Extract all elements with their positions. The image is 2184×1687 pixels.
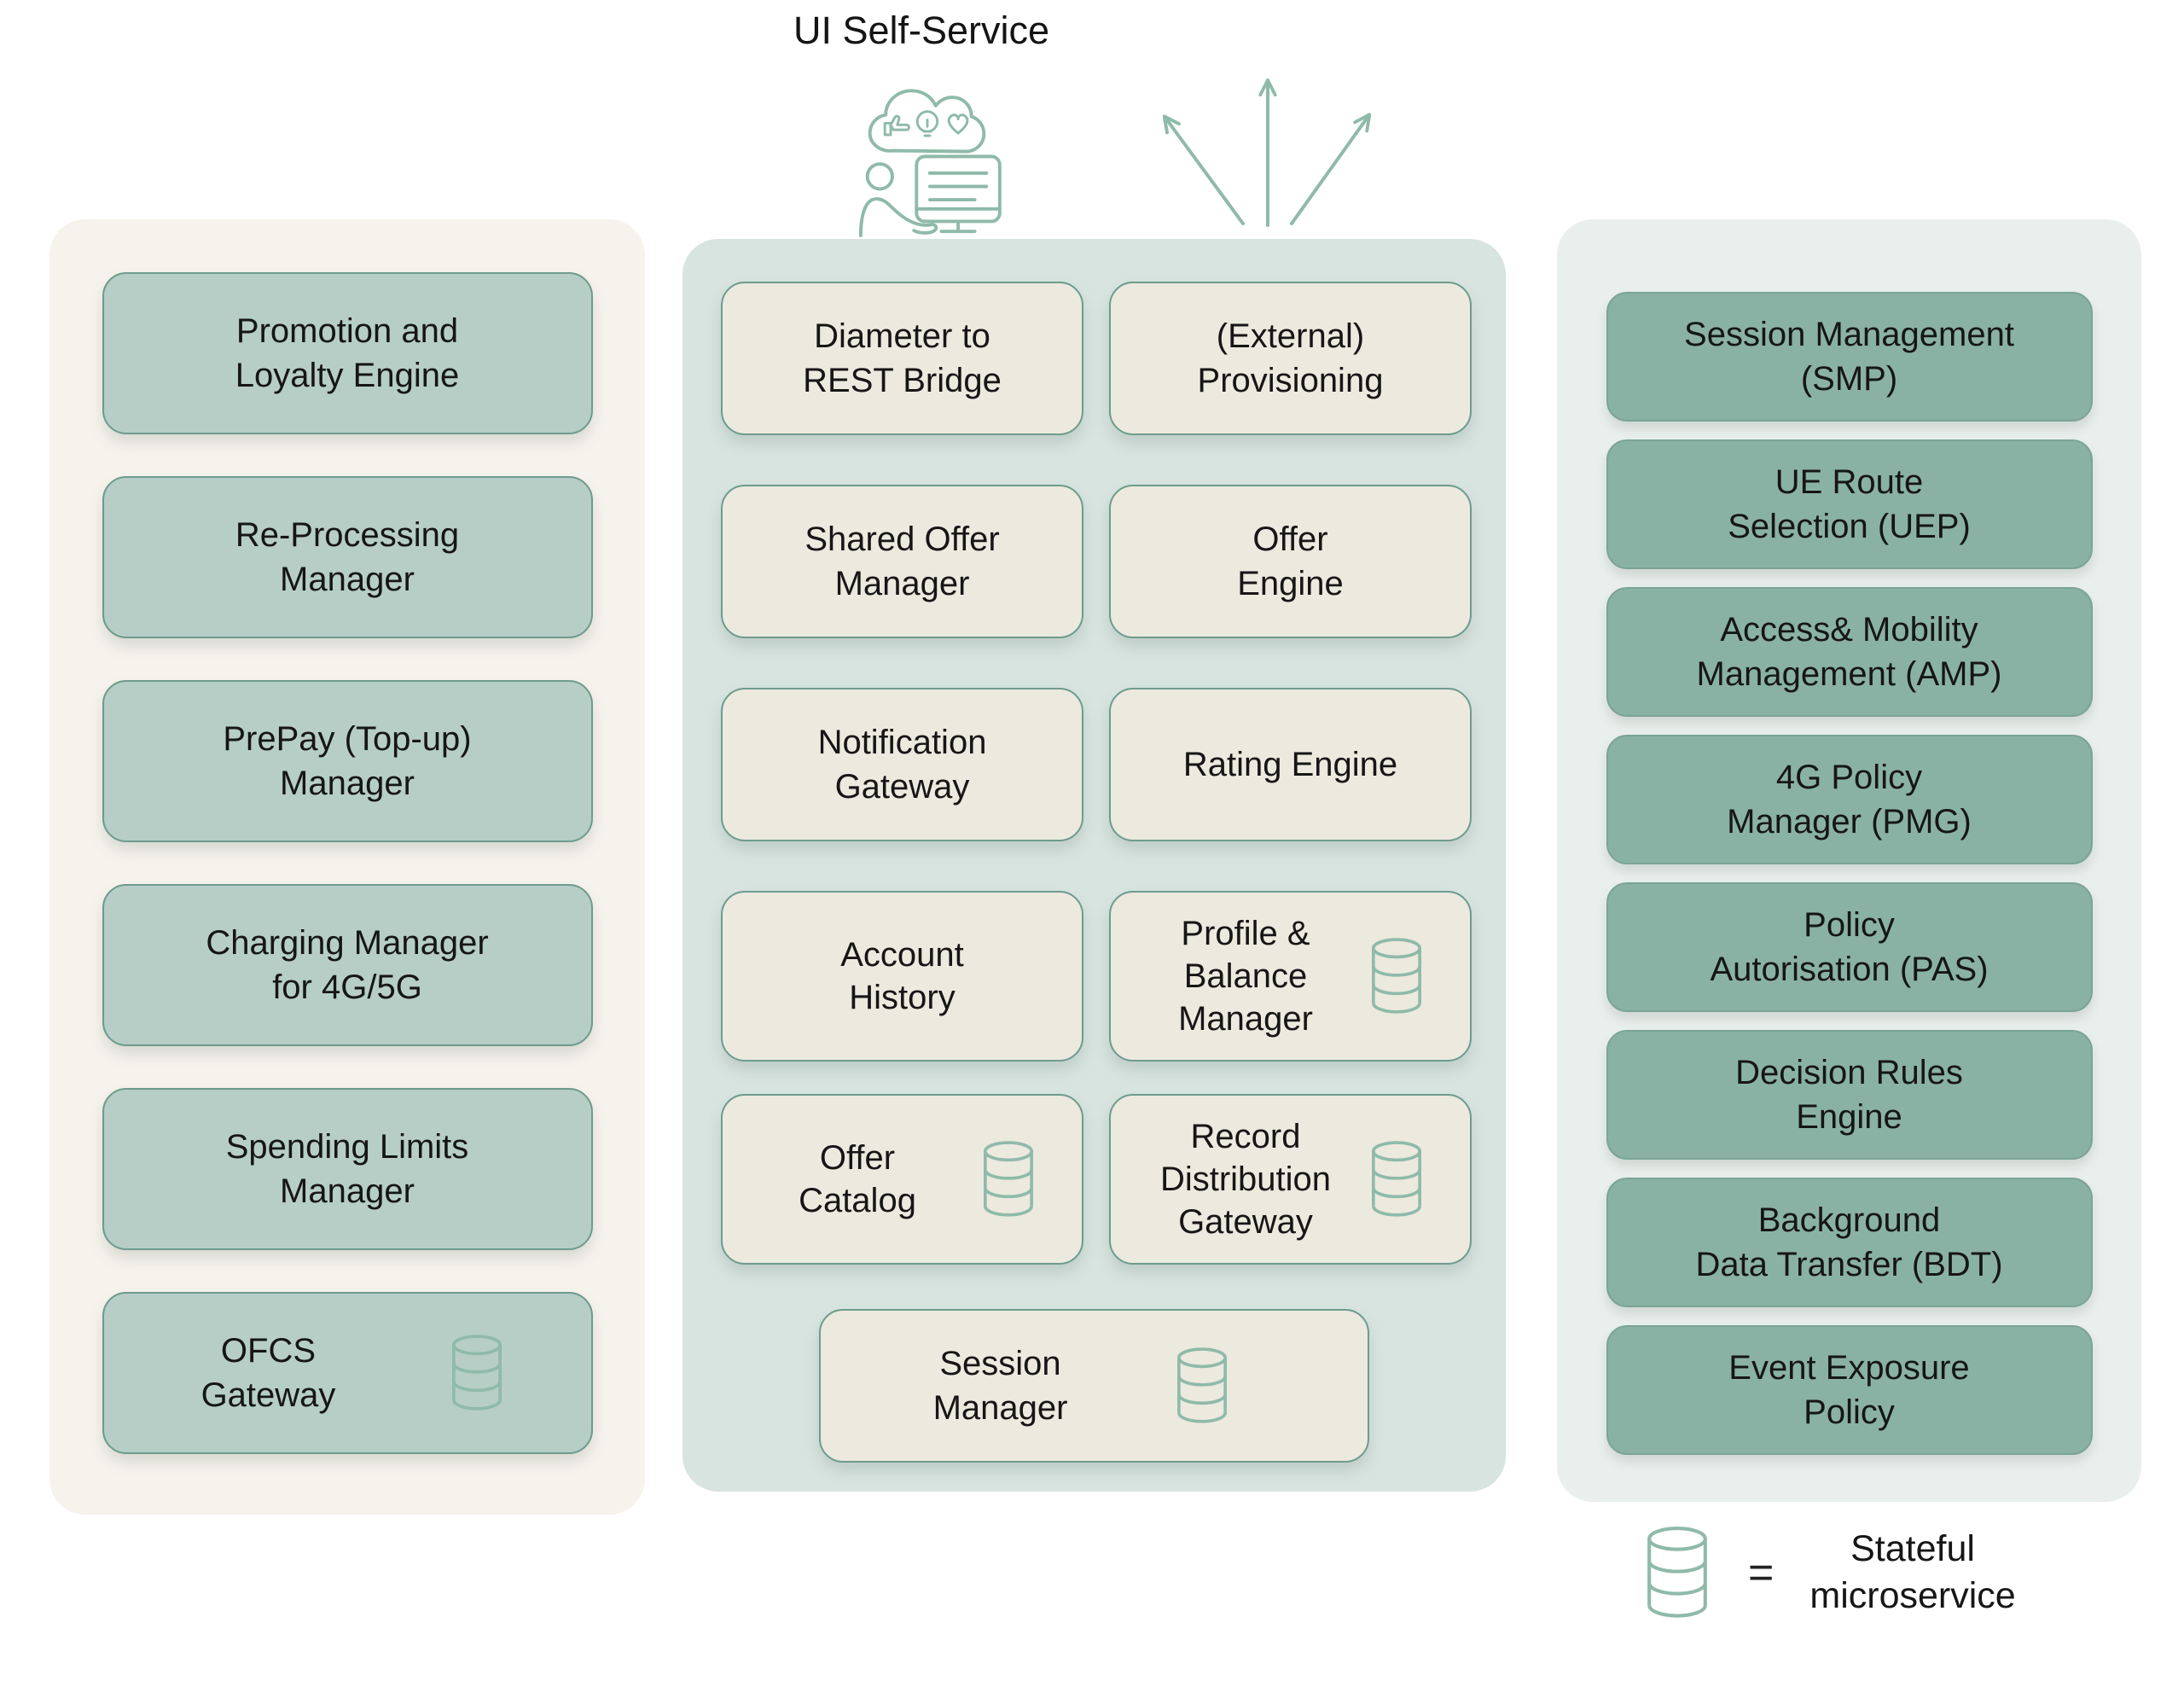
box-notification-gateway: Notification Gateway [721, 688, 1083, 841]
box-label: Offer Engine [1237, 521, 1344, 602]
box-label: Decision Rules Engine [1735, 1054, 1963, 1136]
thumbs-up-icon [883, 114, 910, 137]
box-background-data-transfer-bdt: Background Data Transfer (BDT) [1606, 1178, 2093, 1307]
box-record-distribution-gateway: Record Distribution Gateway [1109, 1094, 1472, 1265]
fan-out-arrows-icon [1162, 78, 1372, 227]
box-charging-manager-4g-5g: Charging Manager for 4G/5G [102, 884, 593, 1046]
database-icon [1372, 1141, 1421, 1217]
box-diameter-to-rest-bridge: Diameter to REST Bridge [721, 282, 1083, 435]
box-offer-engine: Offer Engine [1109, 485, 1472, 638]
middle-row-3: Notification Gateway Rating Engine [721, 688, 1472, 841]
middle-panel: Diameter to REST Bridge (External) Provi… [682, 239, 1506, 1492]
box-label: Offer Catalog [799, 1139, 916, 1219]
database-icon [1372, 938, 1421, 1014]
box-label: Account History [840, 936, 964, 1016]
middle-row-2: Shared Offer Manager Offer Engine [721, 485, 1472, 638]
box-external-provisioning: (External) Provisioning [1109, 282, 1472, 435]
box-label: Diameter to REST Bridge [803, 317, 1002, 399]
box-account-history: Account History [721, 891, 1083, 1062]
heart-icon [947, 113, 969, 135]
right-panel: Session Management (SMP) UE Route Select… [1557, 219, 2141, 1502]
thought-cloud-icon [868, 89, 986, 154]
box-label: Session Manager [932, 1345, 1068, 1427]
middle-row-4: Account History Profile & Balance Manage… [721, 891, 1472, 1062]
box-label: Record Distribution Gateway [1159, 1118, 1332, 1241]
box-session-manager: Session Manager [819, 1309, 1369, 1463]
box-label: Notification Gateway [817, 724, 987, 806]
box-prepay-topup-manager: PrePay (Top-up) Manager [102, 680, 593, 842]
box-offer-catalog: Offer Catalog [721, 1094, 1083, 1265]
box-session-management-smp: Session Management (SMP) [1606, 292, 2093, 422]
box-label: Spending Limits Manager [225, 1128, 469, 1210]
database-icon [1177, 1347, 1227, 1423]
page-title: UI Self-Service [793, 9, 1050, 52]
box-label: Profile & Balance Manager [1178, 915, 1313, 1038]
box-decision-rules-engine: Decision Rules Engine [1606, 1030, 2093, 1160]
box-label: PrePay (Top-up) Manager [223, 720, 472, 802]
box-label: Promotion and Loyalty Engine [235, 312, 460, 394]
left-panel: Promotion and Loyalty Engine Re-Processi… [49, 219, 645, 1515]
user-at-computer-icon [858, 89, 1002, 237]
legend-label: Stateful microservice [1809, 1527, 2016, 1616]
database-icon [984, 1141, 1033, 1217]
box-label: UE Route Selection (UEP) [1728, 463, 1971, 545]
box-profile-balance-manager: Profile & Balance Manager [1109, 891, 1472, 1062]
box-re-processing-manager: Re-Processing Manager [102, 476, 593, 638]
box-rating-engine: Rating Engine [1109, 688, 1472, 841]
box-label: 4G Policy Manager (PMG) [1727, 759, 1972, 841]
middle-row-5: Offer Catalog Record Distribution Gatewa… [721, 1094, 1472, 1265]
box-label: (External) Provisioning [1197, 317, 1384, 399]
lightbulb-icon [915, 110, 939, 137]
box-label: Charging Manager for 4G/5G [206, 924, 489, 1006]
box-policy-autorisation-pas: Policy Autorisation (PAS) [1606, 882, 2093, 1012]
box-promotion-loyalty-engine: Promotion and Loyalty Engine [102, 272, 593, 434]
box-label: Session Management (SMP) [1684, 316, 2014, 398]
monitor-icon [915, 154, 1002, 234]
box-label: Background Data Transfer (BDT) [1695, 1201, 2003, 1283]
legend-equals: = [1748, 1548, 1774, 1597]
box-label: Access& Mobility Management (AMP) [1696, 611, 2002, 693]
box-label: Policy Autorisation (PAS) [1710, 906, 1989, 988]
box-shared-offer-manager: Shared Offer Manager [721, 485, 1083, 638]
middle-row-1: Diameter to REST Bridge (External) Provi… [721, 282, 1472, 435]
box-label: Event Exposure Policy [1728, 1349, 1970, 1431]
box-event-exposure-policy: Event Exposure Policy [1606, 1325, 2093, 1455]
database-icon [451, 1335, 502, 1411]
user-icon [858, 162, 938, 237]
box-ofcs-gateway: OFCS Gateway [102, 1292, 593, 1454]
box-ue-route-selection-uep: UE Route Selection (UEP) [1606, 439, 2093, 569]
legend: = Stateful microservice [1642, 1521, 2016, 1625]
box-spending-limits-manager: Spending Limits Manager [102, 1088, 593, 1250]
box-access-mobility-management-amp: Access& Mobility Management (AMP) [1606, 587, 2093, 717]
box-label: Re-Processing Manager [235, 516, 460, 598]
box-label: OFCS Gateway [200, 1332, 336, 1414]
box-label: Rating Engine [1182, 746, 1398, 783]
box-4g-policy-manager-pmg: 4G Policy Manager (PMG) [1606, 735, 2093, 864]
box-label: Shared Offer Manager [804, 521, 1000, 602]
database-icon [1647, 1527, 1707, 1618]
